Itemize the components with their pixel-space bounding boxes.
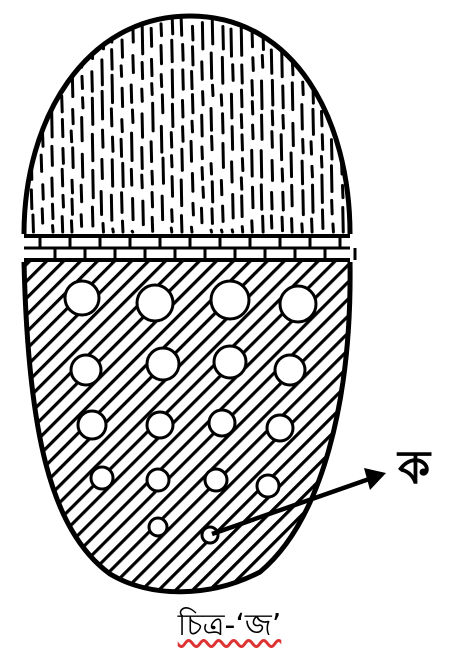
seed-diagram bbox=[0, 0, 459, 600]
caption-text: চিত্র-‘জ’ bbox=[178, 608, 282, 643]
divider-band bbox=[24, 234, 355, 262]
pointer-label: ক bbox=[398, 444, 430, 490]
figure-caption: চিত্র-‘জ’ bbox=[0, 606, 459, 646]
upper-region bbox=[20, 10, 360, 240]
